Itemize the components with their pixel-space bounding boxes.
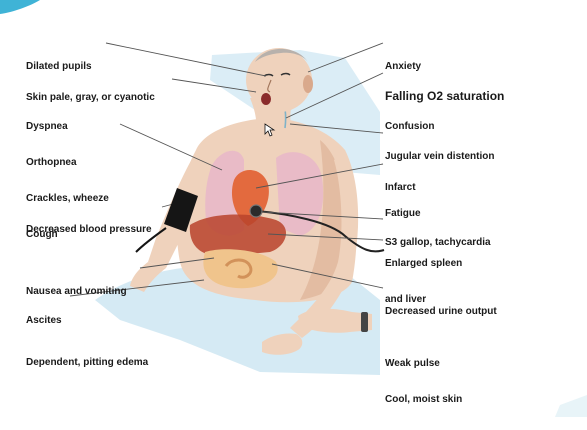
label-fatigue: Fatigue — [385, 184, 421, 244]
label-confusion: Confusion — [385, 97, 434, 157]
patient-illustration — [0, 0, 587, 417]
blood-pressure-cuff-icon — [164, 188, 198, 232]
label-anxiety: Anxiety — [385, 37, 421, 97]
label-line: Falling O2 saturation — [385, 89, 505, 103]
stomach-intestine — [203, 249, 278, 289]
label-line: Ascites — [26, 315, 62, 326]
leader-nausea — [139, 257, 215, 269]
ear — [303, 75, 313, 93]
label-line: Dependent, pitting edema — [26, 357, 149, 368]
head — [246, 48, 312, 112]
label-infarct: Infarct — [385, 158, 416, 218]
label-line: Cool, moist skin — [385, 394, 463, 405]
label-s3-gallop: S3 gallop, tachycardia — [385, 213, 491, 273]
label-line: Dyspnea — [26, 121, 68, 132]
label-dilated-pupils: Dilated pupils — [26, 37, 92, 97]
mouth — [261, 93, 271, 105]
liver — [189, 214, 287, 257]
leader-spleen-liver — [267, 233, 384, 241]
label-line: Crackles, wheeze — [26, 193, 109, 204]
label-jvd: Jugular vein distention — [385, 127, 494, 187]
label-line: Orthopnea — [26, 157, 77, 168]
cuff-tube — [135, 227, 167, 253]
label-line: Decreased blood pressure — [26, 224, 152, 235]
label-line: Dilated pupils — [26, 61, 92, 72]
leader-jvd — [289, 123, 384, 134]
hand-right — [262, 333, 303, 355]
leader-anxiety — [307, 42, 384, 73]
leader-urine — [271, 263, 384, 289]
label-edema: Dependent, pitting edema — [26, 333, 148, 393]
torso-shadow — [300, 140, 349, 300]
mouse-cursor-icon — [264, 123, 276, 137]
leader-dilated-pupils — [105, 42, 267, 77]
label-line: Skin pale, gray, or cyanotic — [26, 92, 155, 103]
label-urine: Decreased urine output — [385, 282, 497, 342]
label-line: Decreased urine output — [385, 306, 497, 317]
leader-respiratory — [119, 123, 223, 171]
nose — [267, 79, 272, 93]
label-line: and liver — [385, 294, 427, 305]
diagram-stage: Dilated pupils Skin pale, gray, or cyano… — [0, 0, 587, 417]
leader-s3-gallop — [261, 211, 384, 220]
label-line: Infarct — [385, 182, 416, 193]
label-falling-o2: Falling O2 saturation — [385, 66, 504, 126]
corner-accent — [0, 0, 40, 14]
arm-right — [290, 150, 359, 338]
lung-left — [205, 150, 244, 236]
examiner-watch — [361, 312, 368, 332]
label-line: Nausea and vomiting — [26, 286, 127, 297]
leader-falling-o2 — [285, 72, 384, 119]
label-line: Anxiety — [385, 61, 422, 72]
hair — [255, 48, 308, 62]
label-line: Jugular vein distention — [385, 151, 495, 162]
label-ascites: Ascites — [26, 291, 62, 351]
leader-skin-pale — [171, 78, 257, 93]
leader-ascites — [69, 279, 205, 297]
label-respiratory: Dyspnea Orthopnea Crackles, wheeze Cough — [26, 97, 109, 265]
label-pulse-skin: Weak pulse Cool, moist skin — [385, 334, 462, 430]
label-line: S3 gallop, tachycardia — [385, 237, 491, 248]
stethoscope-icon — [249, 204, 263, 218]
stethoscope-tube — [256, 210, 385, 253]
label-skin-pale: Skin pale, gray, or cyanotic — [26, 68, 155, 128]
label-decreased-bp: Decreased blood pressure — [26, 200, 152, 260]
label-line: Weak pulse — [385, 358, 440, 369]
intestine-loop — [224, 258, 253, 279]
corner-accent-bottom — [555, 395, 587, 417]
label-line: Cough — [26, 229, 58, 240]
examiner-hand — [298, 308, 372, 333]
forearm-left — [130, 262, 166, 292]
eye-right — [280, 72, 291, 76]
label-line: Fatigue — [385, 208, 421, 219]
leader-infarct — [255, 163, 384, 189]
label-line: Confusion — [385, 121, 435, 132]
label-nausea: Nausea and vomiting — [26, 262, 127, 322]
label-spleen-liver: Enlarged spleen and liver — [385, 234, 462, 330]
label-line: Enlarged spleen — [385, 258, 463, 269]
